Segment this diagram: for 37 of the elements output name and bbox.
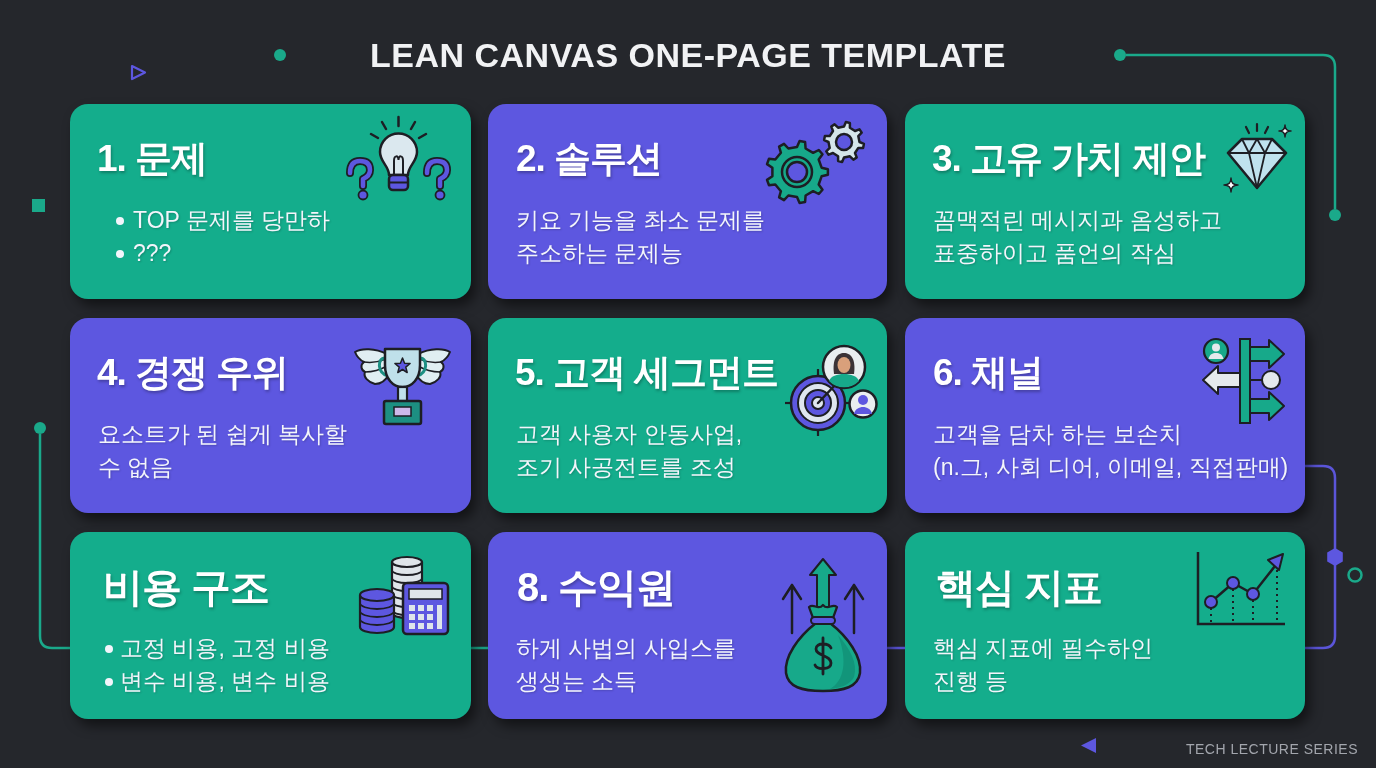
card-heading: 핵심 지표 (936, 564, 1103, 610)
card-heading: 6. 채널 (933, 351, 1044, 395)
card-text: 키요 기능을 촤소 문제를 주소하는 문제능 (516, 206, 766, 268)
card-text: 꼼맥적린 메시지과 옴성하고 표중하이고 품언의 작심 (933, 206, 1222, 268)
canvas-card (70, 318, 471, 513)
card-heading: 1. 문제 (97, 137, 208, 181)
card-text: 핵심 지표에 필수하인 진행 등 (933, 634, 1153, 696)
footer-text: TECH LECTURE SERIES (1185, 740, 1358, 758)
list-item: 변수 비용, 변수 비용 (120, 667, 330, 696)
list-item: 고정 비용, 고정 비용 (120, 634, 330, 663)
connector-line (1126, 53, 1337, 209)
card-heading: 4. 경쟁 우위 (97, 351, 289, 395)
card-heading: 3. 고유 가치 제안 (932, 137, 1205, 181)
canvas-card (70, 104, 471, 299)
canvas-card (905, 532, 1305, 719)
connector-line (38, 434, 70, 650)
card-heading: 8. 수익원 (517, 564, 676, 610)
canvas-card (488, 318, 887, 513)
canvas-card (488, 532, 887, 719)
connector-dot (34, 422, 46, 434)
canvas-card (70, 532, 471, 719)
connector-dot (1114, 49, 1126, 61)
card-text: 고객 사용자 안동사업, 조기 사공전트를 조성 (516, 420, 743, 482)
list-item: TOP 문제를 당만하 (133, 206, 331, 235)
card-text: 고객을 담차 하는 보손치 (n.그, 사회 디어, 이메일, 직접판매) (933, 420, 1289, 482)
card-text: 하게 사법의 사입스를 생생는 소득 (516, 634, 736, 696)
card-heading: 비용 구조 (103, 564, 270, 610)
connector-dot (1329, 209, 1341, 221)
canvas-card (488, 104, 887, 299)
card-heading: 5. 고객 세그먼트 (515, 351, 779, 395)
canvas-card (905, 318, 1305, 513)
card-text: 요소트가 된 쉽게 복사할 수 없음 (98, 420, 348, 482)
title: LEAN CANVAS ONE-PAGE TEMPLATE (370, 35, 1006, 75)
canvas-card (905, 104, 1305, 299)
list-item: ??? (133, 239, 172, 268)
connector-line (1305, 464, 1337, 650)
card-heading: 2. 솔루션 (516, 137, 663, 181)
